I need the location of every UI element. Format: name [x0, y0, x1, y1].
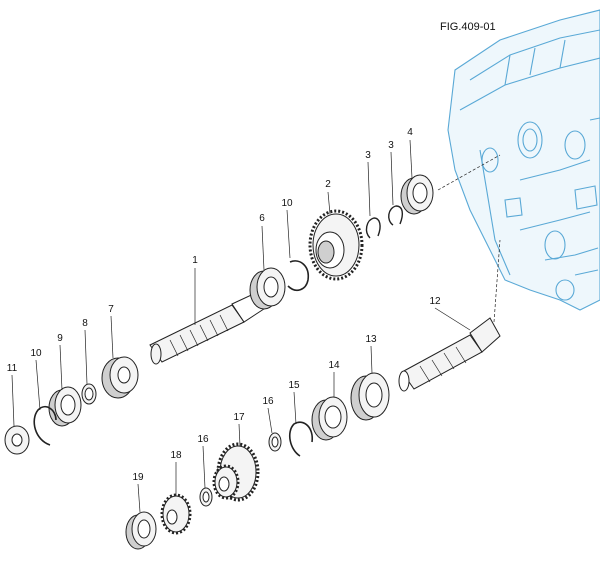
callout-18: 18: [170, 450, 182, 461]
part-8-ring: [81, 383, 97, 405]
part-11-washer: [4, 425, 30, 455]
callout-16-b: 16: [197, 434, 209, 445]
part-15-snap-ring: [288, 421, 314, 457]
part-14-bearing: [311, 396, 348, 441]
part-17-double-gear: [212, 442, 260, 502]
part-10-snap-ring-lower: [33, 405, 57, 446]
part-7-gear: [101, 356, 139, 399]
callout-4: 4: [407, 127, 413, 138]
part-19-bearing: [125, 511, 157, 550]
callout-8: 8: [82, 318, 88, 329]
callout-3-a: 3: [365, 150, 371, 161]
callout-12: 12: [429, 296, 441, 307]
part-13-bearing: [350, 372, 390, 421]
part-16-ring-upper: [268, 432, 282, 452]
part-3-ring-a: [365, 217, 381, 239]
part-3-ring-b: [388, 205, 404, 226]
callout-6: 6: [259, 213, 265, 224]
figure-label: FIG.409-01: [440, 21, 496, 33]
part-10-snap-ring-upper: [287, 260, 310, 292]
callout-19: 19: [132, 472, 144, 483]
part-2-large-gear: [308, 209, 364, 281]
transmission-housing: [447, 9, 600, 311]
leader-lines: [11, 139, 471, 513]
callout-16-a: 16: [262, 396, 274, 407]
callout-1: 1: [192, 255, 198, 266]
part-4-bearing: [400, 174, 434, 215]
callout-numbers: 1 2 3 3 4 6 7 8 9 10 10 11 12 13 14 15 1…: [7, 127, 441, 483]
callout-10-b: 10: [281, 198, 293, 209]
callout-13: 13: [365, 334, 377, 345]
part-12-pinion-shaft: [398, 317, 501, 392]
callout-15: 15: [288, 380, 300, 391]
part-16-ring-lower: [199, 487, 213, 507]
part-18-small-gear: [160, 493, 192, 535]
callout-9: 9: [57, 333, 63, 344]
upper-axis-line: [437, 154, 501, 191]
callout-10-a: 10: [30, 348, 42, 359]
callout-11: 11: [7, 363, 18, 374]
part-6-bearing: [249, 267, 286, 310]
lower-axis-line: [493, 239, 501, 323]
callout-3-b: 3: [388, 140, 394, 151]
callout-2: 2: [325, 179, 331, 190]
callout-14: 14: [328, 360, 340, 371]
callout-17: 17: [233, 412, 245, 423]
callout-7: 7: [108, 304, 114, 315]
part-9-bearing: [48, 386, 82, 427]
